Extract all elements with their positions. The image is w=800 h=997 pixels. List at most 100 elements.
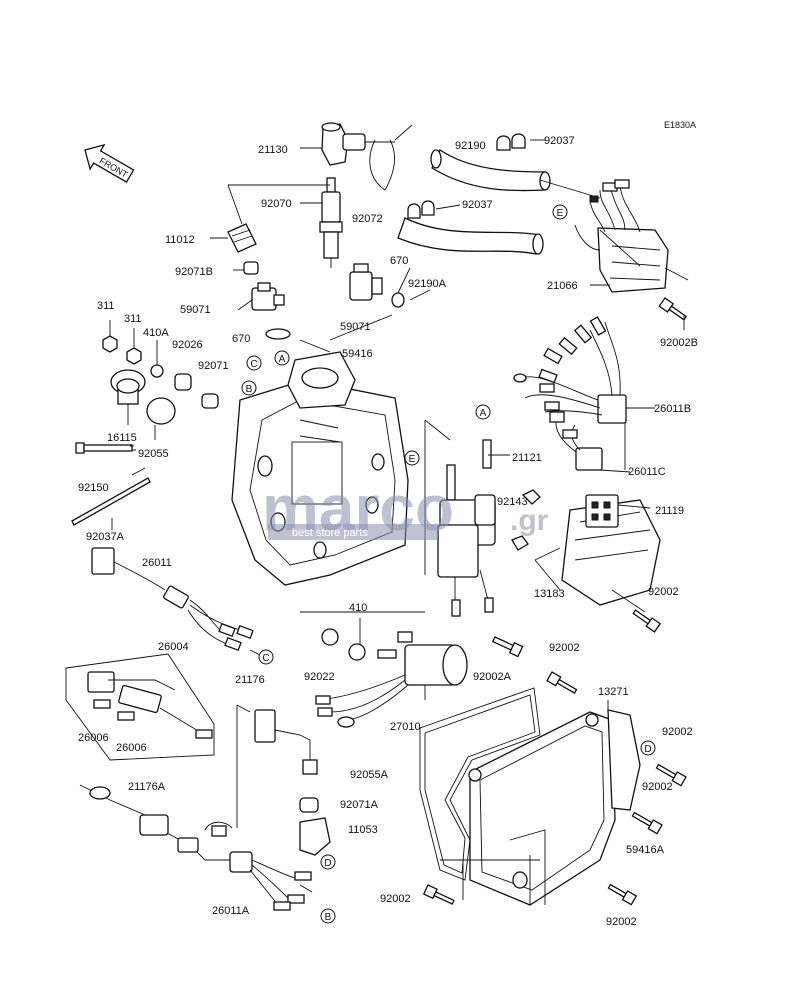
part-number-label: 26004 (158, 641, 189, 653)
svg-text:E: E (557, 208, 564, 219)
part-number-label: 92071A (340, 799, 379, 811)
svg-text:C: C (262, 653, 269, 664)
connector-21176 (254, 709, 318, 775)
fitting-right (349, 263, 383, 301)
plate-13271 (607, 709, 641, 811)
svg-text:B: B (246, 384, 253, 395)
part-number-label: 21066 (547, 280, 578, 292)
part-number-label: 26006 (116, 742, 147, 754)
nut (102, 335, 118, 353)
part-number-label: 27010 (390, 721, 421, 733)
part-number-label: 21176A (128, 781, 166, 793)
cable-tie (71, 477, 151, 526)
grommet-92026 (174, 373, 192, 391)
part-number-label: 13271 (598, 686, 629, 698)
part-number-label: 670 (390, 255, 408, 267)
svg-text:D: D (324, 858, 331, 869)
callout-E-case: E (404, 450, 420, 466)
part-number-label: 92002 (642, 781, 673, 793)
ignition-coil (437, 439, 496, 617)
part-number-label: 92037 (462, 199, 493, 211)
o-ring (391, 292, 405, 308)
svg-text:A: A (279, 354, 286, 365)
part-number-label: 92002 (380, 893, 411, 905)
nut-2 (126, 347, 142, 365)
watermark: marco .gr best store parts (262, 472, 549, 544)
part-number-label: 92037A (86, 531, 125, 543)
spark-plug (319, 177, 343, 268)
collar (521, 489, 541, 505)
bolt-92002B (658, 297, 688, 321)
part-number-label: 26011C (628, 466, 666, 478)
part-number-label: 92002 (648, 586, 679, 598)
part-number-label: 59416 (342, 348, 373, 360)
bolt-right-2 (631, 811, 663, 835)
front-arrow-icon: FRONT (84, 143, 135, 183)
part-number-label: 59071 (340, 321, 371, 333)
part-number-label: 92002 (549, 642, 580, 654)
part-number-label: 92002A (473, 671, 512, 683)
bolt-left-bottom (422, 884, 455, 905)
bolt-ecu (632, 609, 662, 633)
part-number-label: 92022 (304, 671, 335, 683)
gasket (419, 687, 541, 881)
electric-case (231, 351, 409, 586)
part-number-label: 21119 (655, 505, 684, 517)
part-number-label: 26011A (212, 905, 250, 917)
hose-clip-lower (407, 200, 435, 219)
part-number-label: 59071 (180, 304, 211, 316)
rubber-cap (227, 223, 257, 253)
callout-A-coil: A (475, 404, 491, 420)
long-bolt (75, 442, 136, 454)
part-number-label: 59416A (626, 844, 665, 856)
hose-upper (430, 149, 551, 192)
terminal-kit-box (65, 653, 215, 761)
callout-B-top: B (241, 380, 257, 396)
bolt-top-cover (546, 671, 578, 694)
part-number-label: 13183 (534, 588, 565, 600)
part-number-label: 26011B (654, 403, 691, 415)
bracket (299, 817, 331, 856)
o-ring-lower (265, 328, 291, 340)
diagram-code: E1830A (664, 120, 696, 130)
hose-clamp (369, 124, 413, 191)
part-number-label: 11012 (165, 234, 195, 246)
electric-case-cover (468, 711, 616, 906)
fitting-left (251, 282, 285, 311)
svg-text:B: B (325, 912, 332, 923)
part-number-label: 311 (97, 300, 115, 312)
part-number-label: 410A (143, 327, 169, 339)
svg-text:A: A (480, 408, 487, 419)
callout-D-cover: D (640, 740, 656, 756)
cover-plug (110, 369, 146, 405)
callout-A-top: A (274, 350, 290, 366)
damper (299, 797, 319, 813)
hose-lower (397, 217, 544, 255)
callout-E-rect: E (552, 204, 568, 220)
part-number-label: 92055 (138, 448, 169, 460)
bolt-92002A (492, 636, 524, 658)
spark-plug-cap (321, 122, 395, 166)
part-number-label: 21121 (512, 452, 542, 464)
washer (150, 364, 164, 378)
part-number-label: 92037 (544, 135, 575, 147)
part-number-label: 92070 (261, 198, 292, 210)
part-number-label: 92143 (497, 496, 528, 508)
connector-26011A (229, 851, 313, 911)
part-number-label: 21130 (258, 144, 288, 156)
part-number-label: 670 (232, 333, 250, 345)
part-number-label: 92190A (408, 278, 447, 290)
washer-92022 (321, 628, 339, 646)
sensor-harness (79, 784, 233, 861)
collar-2 (511, 535, 529, 551)
part-number-label: 92072 (352, 213, 383, 225)
part-number-label: 92055A (350, 769, 389, 781)
part-number-label: 410 (349, 602, 367, 614)
callout-D-bracket: D (320, 854, 336, 870)
hose-clip-upper (496, 133, 526, 151)
bolt-right-1 (655, 763, 687, 787)
callout-C-bottom: C (258, 649, 274, 665)
washer-410 (348, 643, 366, 661)
regulator-rectifier (574, 179, 669, 293)
